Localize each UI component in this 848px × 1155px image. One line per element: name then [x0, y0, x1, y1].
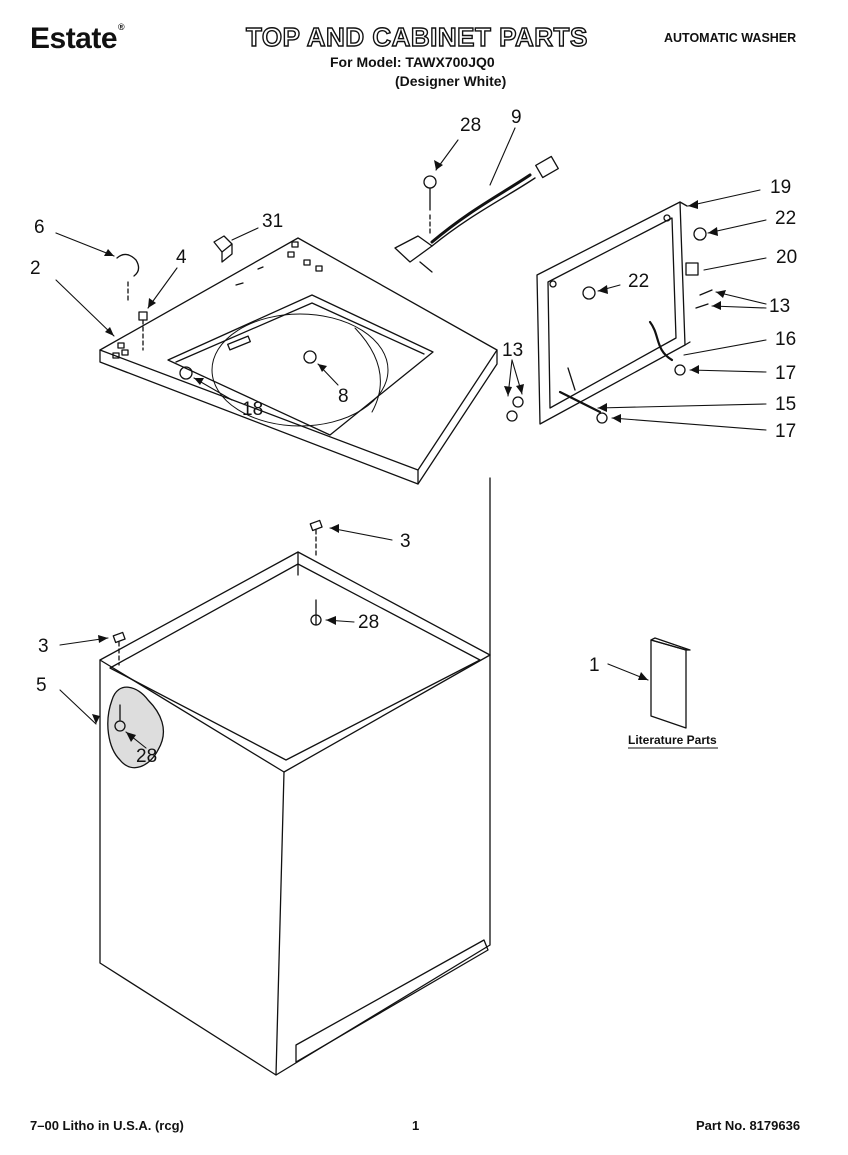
lid-switch-harness-part — [394, 155, 559, 273]
leader-lines — [55, 127, 767, 749]
callout-20: 20 — [776, 247, 797, 268]
brand-name: Estate — [30, 22, 118, 55]
part-number: Part No. 8179636 — [696, 1118, 801, 1133]
model-number: For Model: TAWX700JQ0 — [330, 54, 495, 70]
print-info: 7–00 Litho in U.S.A. (rcg) — [30, 1118, 184, 1133]
callout-28-top: 28 — [460, 115, 481, 136]
hinge-hardware — [506, 227, 713, 424]
callout-2: 2 — [30, 258, 41, 279]
literature-parts-label: Literature Parts — [628, 733, 717, 747]
clip-3-upper — [309, 519, 323, 626]
callout-3-upper: 3 — [400, 531, 411, 552]
clip-6 — [116, 253, 140, 301]
callout-22-lower: 22 — [628, 271, 649, 292]
callout-31: 31 — [262, 211, 283, 232]
callout-28-cutaway: 28 — [136, 746, 157, 767]
bumper-18 — [179, 366, 193, 380]
callout-22-upper: 22 — [775, 208, 796, 229]
page-title: TOP AND CABINET PARTS — [245, 21, 588, 52]
washer-top-part — [99, 237, 498, 485]
cabinet-part — [99, 477, 491, 1076]
pin-4 — [138, 311, 148, 351]
callout-13-left: 13 — [502, 340, 523, 361]
brand-logo: Estate® — [30, 22, 125, 56]
model-color: (Designer White) — [395, 73, 507, 89]
callout-3-left: 3 — [38, 636, 49, 657]
bracket-31 — [213, 235, 233, 263]
callout-8: 8 — [338, 386, 349, 407]
callout-17-upper: 17 — [775, 363, 796, 384]
leader-arrowheads — [92, 160, 726, 742]
lid-frame-part — [536, 201, 691, 425]
callout-18: 18 — [242, 399, 263, 420]
literature-booklet — [650, 637, 691, 729]
callout-13-right: 13 — [769, 296, 790, 317]
callout-19: 19 — [770, 177, 791, 198]
callout-5: 5 — [36, 675, 47, 696]
callout-6: 6 — [34, 217, 45, 238]
callout-9: 9 — [511, 107, 522, 128]
callout-16: 16 — [775, 329, 796, 350]
callout-15: 15 — [775, 394, 796, 415]
product-category: AUTOMATIC WASHER — [664, 31, 797, 45]
page-number: 1 — [412, 1118, 420, 1133]
callout-4: 4 — [176, 247, 187, 268]
registered-mark: ® — [118, 22, 125, 32]
callout-28-middle: 28 — [358, 612, 379, 633]
clip-3-left — [112, 631, 126, 666]
bumper-8 — [303, 350, 317, 364]
callout-17-lower: 17 — [775, 421, 796, 442]
cutaway-screw-28 — [107, 686, 164, 769]
callout-1: 1 — [589, 655, 600, 676]
screw-28-top — [423, 175, 437, 236]
